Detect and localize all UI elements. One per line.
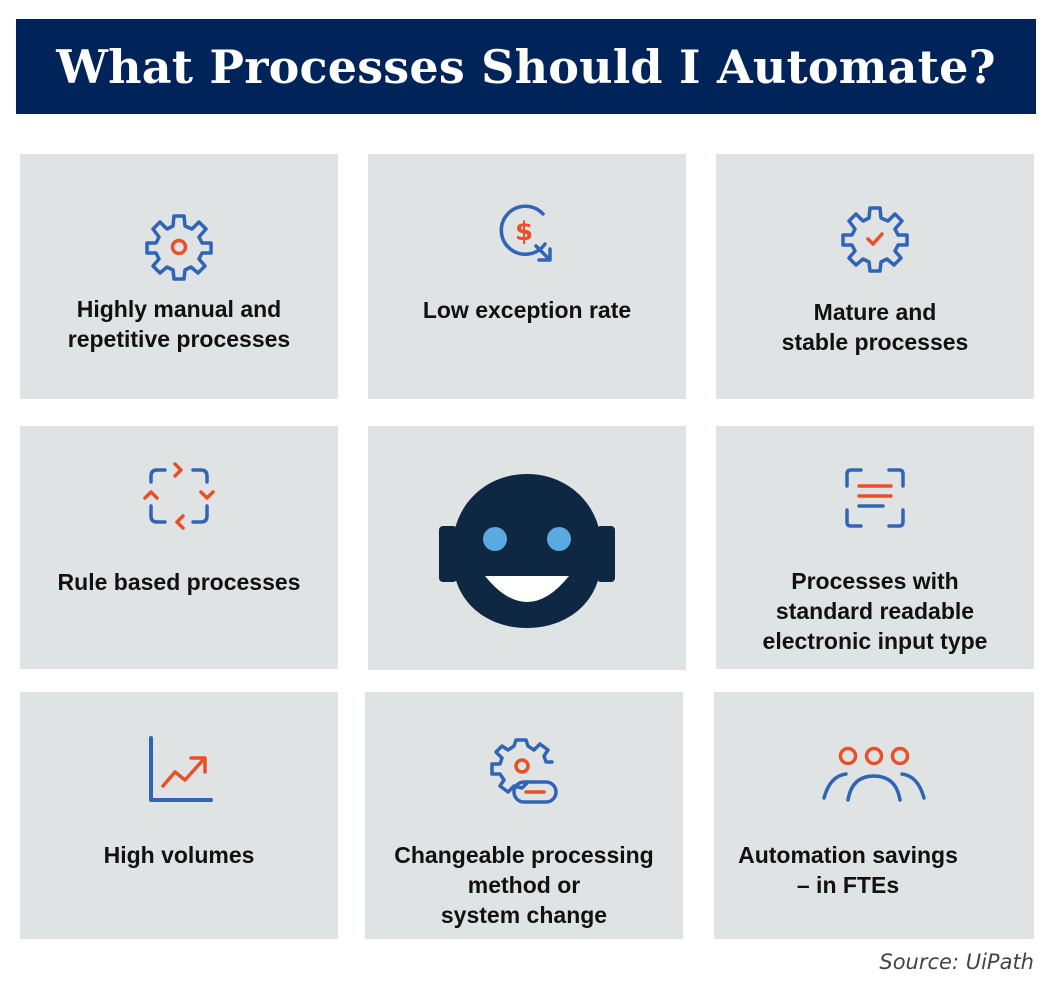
cycle-arrows-icon <box>143 462 215 530</box>
team-icon <box>822 746 926 802</box>
tile-high-volumes: High volumes <box>20 692 338 939</box>
tile-label: Automation savings – in FTEs <box>738 842 958 898</box>
title-banner: What Processes Should I Automate? <box>16 19 1036 114</box>
tile-label: Changeable processing method or system c… <box>394 842 654 928</box>
tile-label: High volumes <box>103 842 255 868</box>
tile-label: Processes with standard readable electro… <box>762 568 988 654</box>
tile-label: Mature and stable processes <box>781 299 969 355</box>
tile-label: Highly manual and repetitive processes <box>67 296 291 352</box>
tile-robot <box>368 426 686 670</box>
tile-low-exception: $ Low exception rate <box>368 154 686 399</box>
tile-label: Low exception rate <box>422 297 632 323</box>
gear-check-icon <box>841 206 909 273</box>
tile-rule-based: Rule based processes <box>20 426 338 669</box>
gear-icon <box>145 214 213 281</box>
tile-label: Rule based processes <box>57 569 301 595</box>
tile-manual-repetitive: Highly manual and repetitive processes <box>20 154 338 399</box>
scan-document-icon <box>845 468 905 528</box>
gear-toggle-icon <box>490 738 558 804</box>
page-title: What Processes Should I Automate? <box>56 39 996 94</box>
tile-changeable-processing: Changeable processing method or system c… <box>365 692 683 939</box>
source-credit: Source: UiPath <box>879 950 1034 974</box>
tile-mature-stable: Mature and stable processes <box>716 154 1034 399</box>
robot-icon <box>439 474 615 628</box>
tile-automation-savings: Automation savings – in FTEs <box>714 692 1034 939</box>
svg-text:$: $ <box>515 217 533 247</box>
dollar-down-icon: $ <box>499 204 552 262</box>
growth-chart-icon <box>149 736 213 802</box>
tile-readable-input: Processes with standard readable electro… <box>716 426 1034 669</box>
